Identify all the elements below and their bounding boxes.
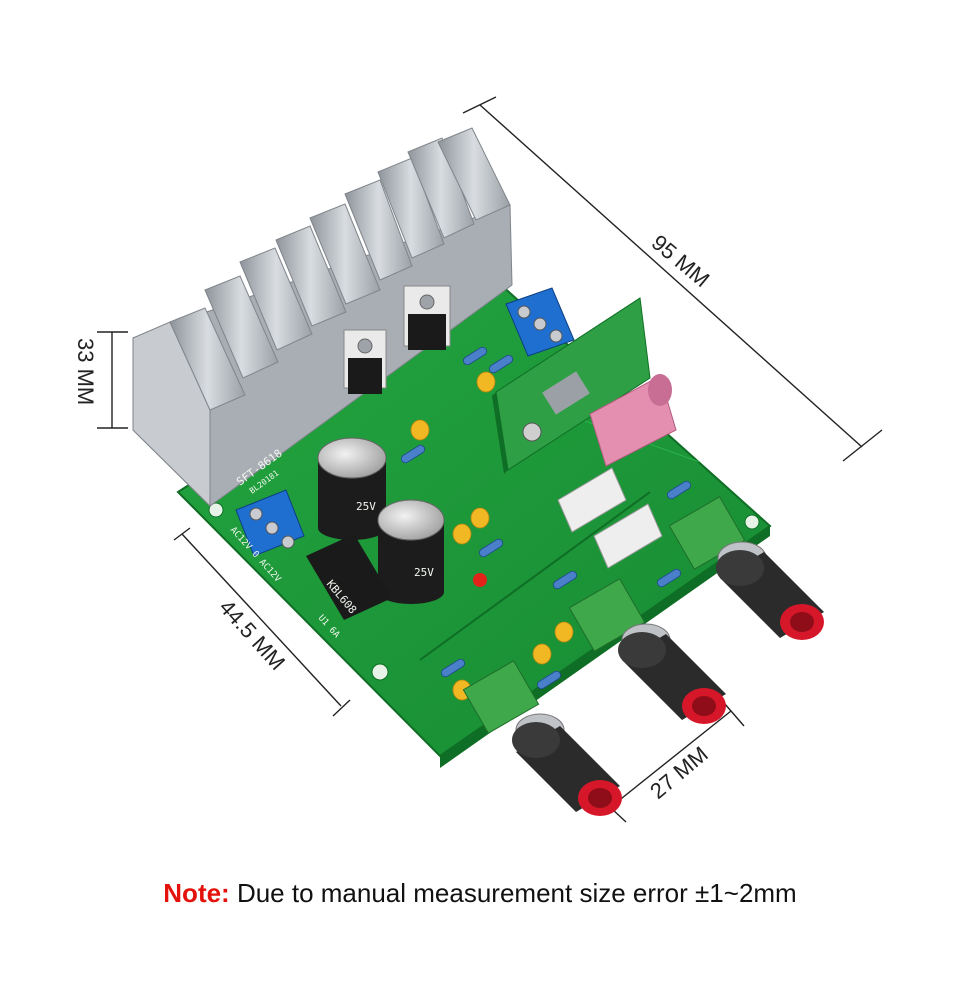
dimension-height	[97, 331, 128, 429]
capacitor-2-voltage: 25V	[414, 566, 434, 579]
power-led	[473, 573, 487, 587]
audio-input-jack[interactable]	[589, 374, 677, 467]
knob-treble[interactable]	[568, 578, 726, 724]
length-label: 95 MM	[647, 230, 715, 292]
measurement-note: Note: Due to manual measurement size err…	[0, 878, 960, 909]
dimension-width	[173, 527, 351, 717]
connector-1	[557, 467, 627, 533]
dimension-length	[462, 96, 883, 462]
knob-volume[interactable]	[668, 496, 824, 640]
power-terminal-block[interactable]	[235, 489, 305, 557]
note-text: Due to manual measurement size error ±1~…	[229, 878, 797, 908]
capacitor-1-voltage: 25V	[356, 500, 376, 513]
knob-bass[interactable]	[462, 660, 622, 816]
connector-2	[593, 503, 663, 569]
speaker-terminal-block[interactable]	[505, 287, 575, 357]
heatsink	[132, 127, 513, 508]
capacitor-2: 25V	[377, 499, 445, 604]
small-components	[400, 346, 692, 701]
width-label: 44.5 MM	[214, 595, 290, 675]
knob-spacing-label: 27 MM	[645, 741, 713, 803]
capacitor-1: 25V	[317, 437, 387, 540]
bluetooth-module	[492, 297, 651, 474]
amplifier-ic-2	[403, 285, 451, 350]
amplifier-ic-1	[343, 329, 387, 394]
height-label: 33 MM	[73, 338, 98, 405]
note-label: Note:	[163, 878, 230, 908]
product-photo: 95 MM 33 MM 44.5 MM 27 MM	[73, 96, 883, 823]
